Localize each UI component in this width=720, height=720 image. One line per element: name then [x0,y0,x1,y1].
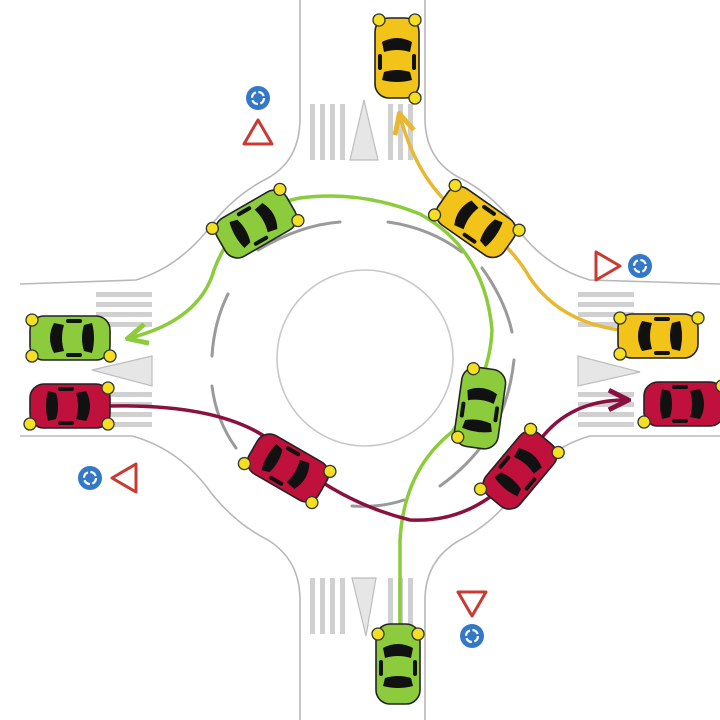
yield-triangle-icon [110,462,138,494]
traffic-signs [78,86,652,648]
car-green-circulating-right [450,361,509,452]
yield-triangle-icon [594,250,622,282]
car-green-west-exit [25,313,117,363]
central-island [276,269,454,447]
car-green-south-entry [371,623,425,705]
roundabout-icon [460,624,484,648]
route-green [130,194,494,652]
roundabout-icon [246,86,270,110]
car-red-west-entry [23,381,115,431]
roundabout-icon [628,254,652,278]
yield-triangle-icon [456,590,488,618]
splitter-islands [91,99,641,637]
car-red-circulating-bottom-left [235,428,339,512]
roundabout-icon [78,466,102,490]
car-yellow-east-entry [613,311,705,361]
car-red-east-exit [637,379,720,429]
yield-triangle-icon [242,118,274,146]
route-red [108,400,626,522]
car-yellow-north-exit [372,13,422,105]
